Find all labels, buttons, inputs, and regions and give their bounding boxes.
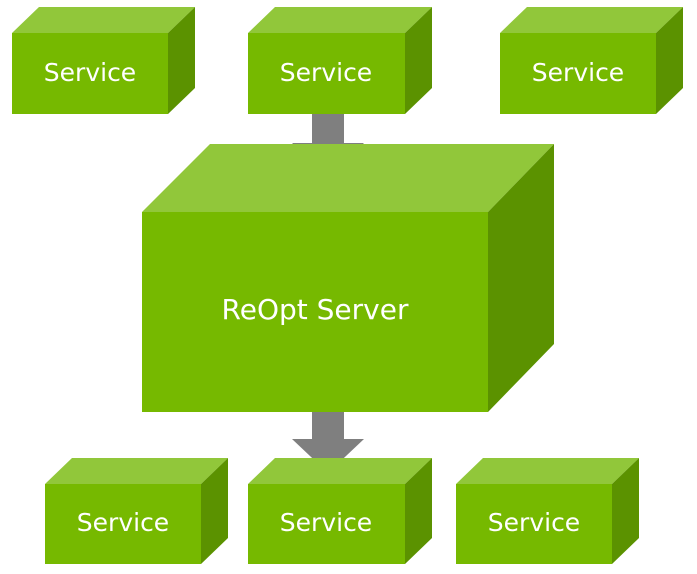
down-arrow-icon bbox=[292, 412, 364, 473]
service-box-bottom-1: Service bbox=[45, 458, 228, 564]
service-box-top-3: Service bbox=[500, 7, 683, 114]
cube-top-face bbox=[248, 7, 432, 33]
cube-side-face bbox=[201, 458, 228, 564]
cube-front-face bbox=[500, 33, 656, 114]
cube-side-face bbox=[405, 7, 432, 114]
service-label: Service bbox=[532, 58, 624, 87]
cube-front-face bbox=[248, 33, 405, 114]
cube-top-face bbox=[500, 7, 683, 33]
cube-front-face bbox=[12, 33, 168, 114]
server-label: ReOpt Server bbox=[222, 293, 409, 326]
service-label: Service bbox=[280, 58, 372, 87]
cube-side-face bbox=[405, 458, 432, 564]
service-label: Service bbox=[280, 508, 372, 537]
cube-front-face bbox=[456, 484, 612, 564]
cube-front-face bbox=[142, 212, 488, 412]
cube-top-face bbox=[12, 7, 195, 33]
cube-side-face bbox=[656, 7, 683, 114]
cube-top-face bbox=[45, 458, 228, 484]
cube-top-face bbox=[248, 458, 432, 484]
cube-top-face bbox=[142, 144, 554, 212]
service-label: Service bbox=[488, 508, 580, 537]
service-box-bottom-3: Service bbox=[456, 458, 639, 564]
cube-side-face bbox=[612, 458, 639, 564]
cube-side-face bbox=[168, 7, 195, 114]
service-label: Service bbox=[77, 508, 169, 537]
cube-side-face bbox=[488, 144, 554, 412]
cube-front-face bbox=[248, 484, 405, 564]
service-box-top-2: Service bbox=[248, 7, 432, 114]
cube-front-face bbox=[45, 484, 201, 564]
reopt-server-box: ReOpt Server bbox=[142, 144, 554, 412]
service-label: Service bbox=[44, 58, 136, 87]
cube-top-face bbox=[456, 458, 639, 484]
service-box-bottom-2: Service bbox=[248, 458, 432, 564]
service-box-top-1: Service bbox=[12, 7, 195, 114]
